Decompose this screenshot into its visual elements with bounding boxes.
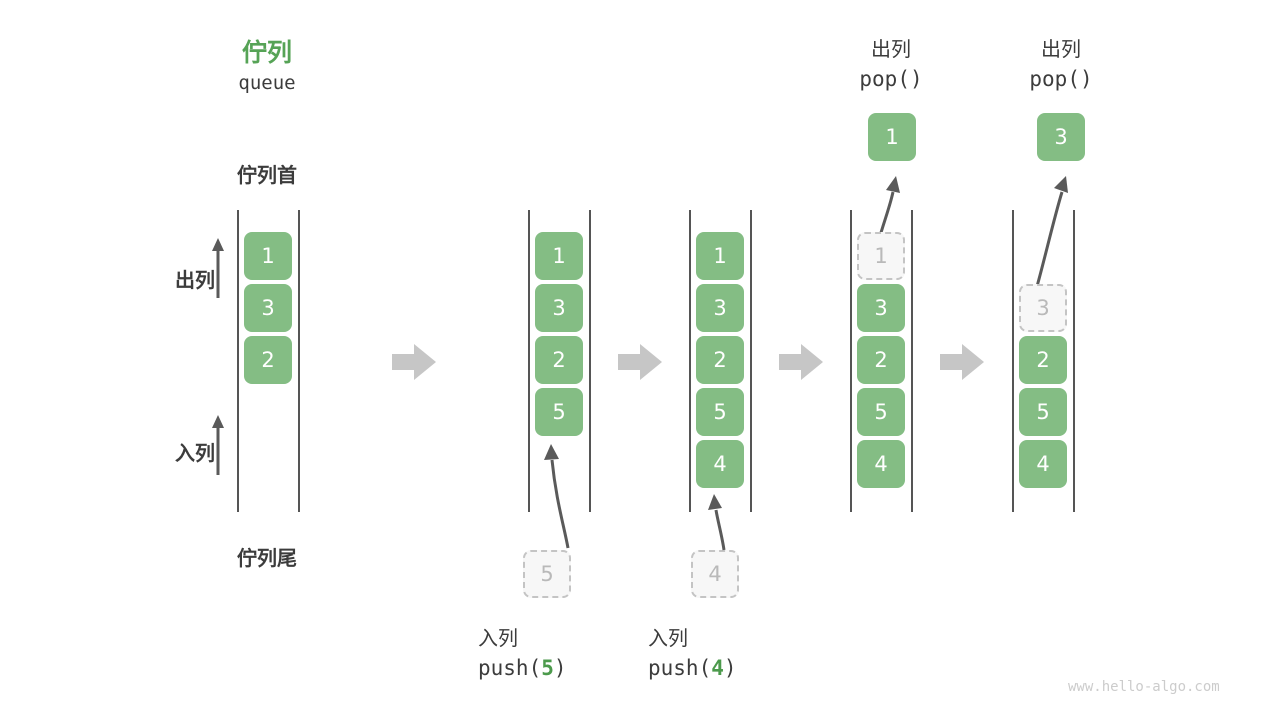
queue-cell: 2	[535, 336, 583, 384]
push-code-post: )	[553, 656, 567, 680]
push-code-arg: 5	[541, 656, 554, 680]
queue-head-label: 佇列首	[237, 163, 297, 187]
queue-cell: 2	[1019, 336, 1067, 384]
dequeue-direction-label: 出列	[175, 268, 215, 292]
pop-op-label-cn: 出列	[1041, 37, 1081, 61]
queue-cell: 4	[1019, 440, 1067, 488]
dequeue-direction-arrow-icon	[212, 238, 224, 298]
queue-rail-right	[750, 210, 752, 512]
push-arrow-icon	[708, 494, 726, 551]
pop-arrow-icon	[1034, 176, 1068, 291]
queue-cell: 3	[244, 284, 292, 332]
push-op-label-code: push(4)	[648, 656, 848, 680]
diagram-title-en: queue	[238, 72, 296, 94]
pop-op-label-cn: 出列	[871, 37, 911, 61]
queue-cell: 2	[857, 336, 905, 384]
queue-cell: 3	[535, 284, 583, 332]
push-code-pre: push(	[648, 656, 712, 680]
pop-op-label-code: pop()	[859, 67, 923, 91]
removed-element-ghost: 3	[1019, 284, 1067, 332]
watermark: www.hello-algo.com	[1068, 679, 1220, 695]
queue-cell: 5	[857, 388, 905, 436]
popped-element: 3	[1037, 113, 1085, 161]
enqueue-direction-label: 入列	[175, 441, 215, 465]
queue-rail-right	[589, 210, 591, 512]
queue-cell: 1	[696, 232, 744, 280]
queue-cell: 4	[857, 440, 905, 488]
incoming-element-ghost: 5	[523, 550, 571, 598]
push-code-arg: 4	[711, 656, 724, 680]
queue-cell: 2	[696, 336, 744, 384]
push-code-post: )	[723, 656, 737, 680]
queue-cell: 1	[535, 232, 583, 280]
push-arrow-icon	[544, 444, 570, 549]
queue-rail-right	[298, 210, 300, 512]
queue-cell: 1	[244, 232, 292, 280]
queue-cell: 5	[1019, 388, 1067, 436]
pop-arrow-icon	[878, 176, 900, 237]
queue-cell: 3	[696, 284, 744, 332]
queue-cell: 4	[696, 440, 744, 488]
queue-rail-left	[237, 210, 239, 512]
queue-rail-left	[850, 210, 852, 512]
transition-arrow-right-icon	[392, 344, 436, 380]
queue-rail-left	[1012, 210, 1014, 512]
diagram-title-cn: 佇列	[241, 38, 292, 67]
queue-cell: 3	[857, 284, 905, 332]
push-op-label-code: push(5)	[478, 656, 678, 680]
push-op-label-cn: 入列	[478, 626, 518, 650]
popped-element: 1	[868, 113, 916, 161]
transition-arrow-right-icon	[779, 344, 823, 380]
pop-op-label-code: pop()	[1029, 67, 1093, 91]
queue-cell: 5	[535, 388, 583, 436]
queue-rail-right	[1073, 210, 1075, 512]
transition-arrow-right-icon	[618, 344, 662, 380]
queue-tail-label: 佇列尾	[237, 546, 297, 570]
queue-cell: 2	[244, 336, 292, 384]
push-code-pre: push(	[478, 656, 542, 680]
queue-rail-left	[689, 210, 691, 512]
queue-rail-right	[911, 210, 913, 512]
enqueue-direction-arrow-icon	[212, 415, 224, 475]
queue-cell: 5	[696, 388, 744, 436]
push-op-label-cn: 入列	[648, 626, 688, 650]
incoming-element-ghost: 4	[691, 550, 739, 598]
removed-element-ghost: 1	[857, 232, 905, 280]
transition-arrow-right-icon	[940, 344, 984, 380]
queue-rail-left	[528, 210, 530, 512]
